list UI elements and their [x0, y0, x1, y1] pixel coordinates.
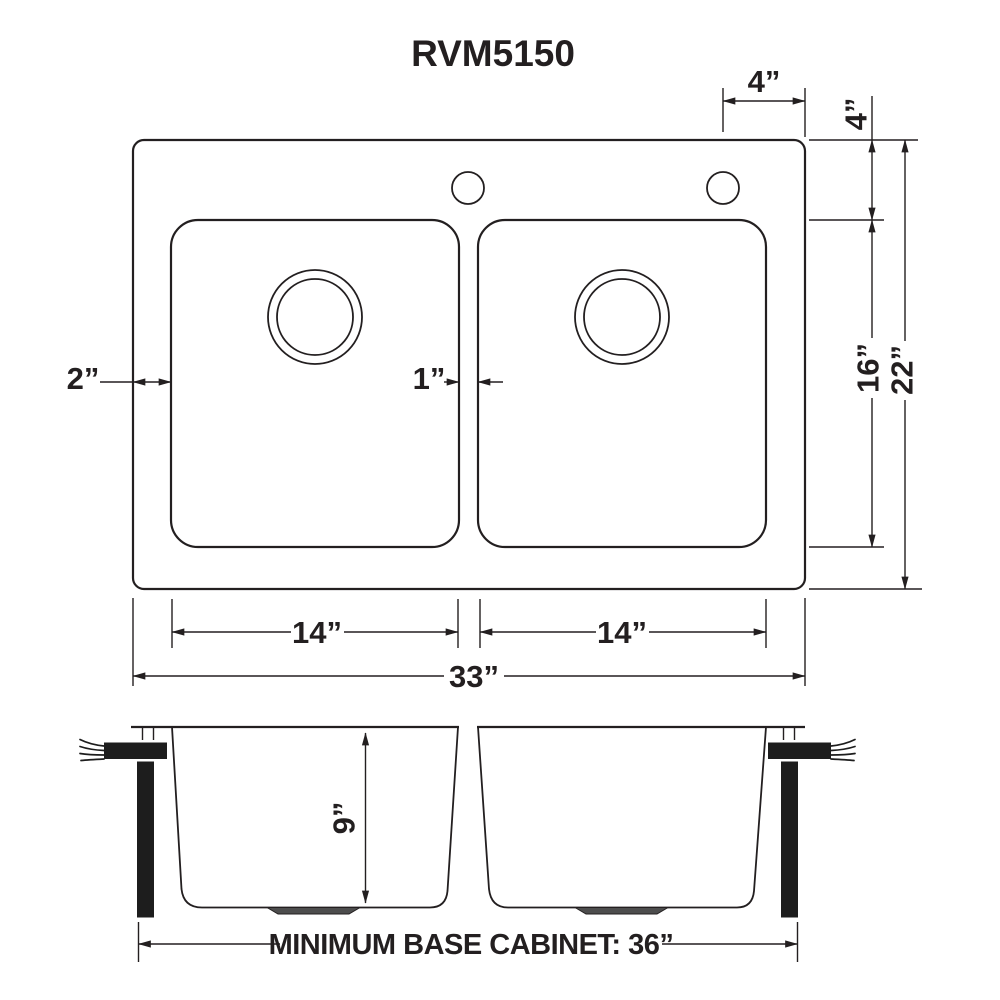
dim-left-rim: 2”: [67, 361, 172, 396]
dim-overall-width-label: 33”: [449, 659, 499, 694]
cabinet-wall-left: [137, 761, 154, 918]
dim-bowl-front-to-back: 16”: [851, 219, 886, 548]
dim-overall-width: 33”: [132, 598, 806, 694]
dim-hole-to-edge-label: 4”: [748, 64, 781, 99]
cabinet-wall-right: [781, 761, 798, 918]
top-view: 4” 4” 16” 22” 2”: [67, 64, 922, 694]
dim-divider-label: 1”: [413, 361, 446, 396]
drain-right: [574, 269, 670, 365]
faucet-hole-right: [706, 171, 740, 205]
front-view: 9” MINIMUM BASE CABINET: 36”: [79, 725, 856, 962]
bowl-right: [476, 218, 768, 549]
bowl-left-profile: [171, 726, 459, 909]
drain-left: [267, 269, 363, 365]
rim-ticks-left: [141, 727, 155, 740]
dim-bowl-depth: 9”: [327, 732, 370, 904]
dim-hole-to-edge: 4”: [722, 64, 806, 137]
dim-base-cabinet: MINIMUM BASE CABINET: 36”: [137, 922, 799, 962]
dim-bowl-depth-label: 9”: [327, 802, 362, 835]
drain-left-profile: [265, 907, 362, 915]
clamp-left: [79, 738, 167, 762]
dim-rim-to-bowl: 4”: [839, 96, 876, 221]
dim-bowl-right-width-label: 14”: [597, 615, 647, 650]
dim-overall-front-to-back: 22”: [885, 139, 920, 590]
dim-left-rim-label: 2”: [67, 361, 100, 396]
dim-overall-front-to-back-label: 22”: [885, 345, 920, 395]
page-title: RVM5150: [411, 33, 575, 74]
rim-ticks-right: [782, 727, 796, 740]
dim-bowl-left-width-label: 14”: [292, 615, 342, 650]
bowl-right-profile: [477, 726, 767, 909]
drain-right-profile: [573, 907, 670, 915]
dim-divider: 1”: [413, 361, 503, 396]
dim-bowl-front-to-back-label: 16”: [851, 343, 886, 393]
faucet-hole-left: [451, 171, 485, 205]
dim-base-cabinet-label: MINIMUM BASE CABINET: 36”: [269, 929, 674, 961]
dim-bowl-left-width: 14”: [171, 599, 459, 650]
sink-outline: [131, 138, 807, 591]
dim-rim-to-bowl-label: 4”: [839, 98, 874, 131]
clamp-right: [768, 738, 856, 762]
dim-bowl-right-width: 14”: [479, 599, 767, 650]
